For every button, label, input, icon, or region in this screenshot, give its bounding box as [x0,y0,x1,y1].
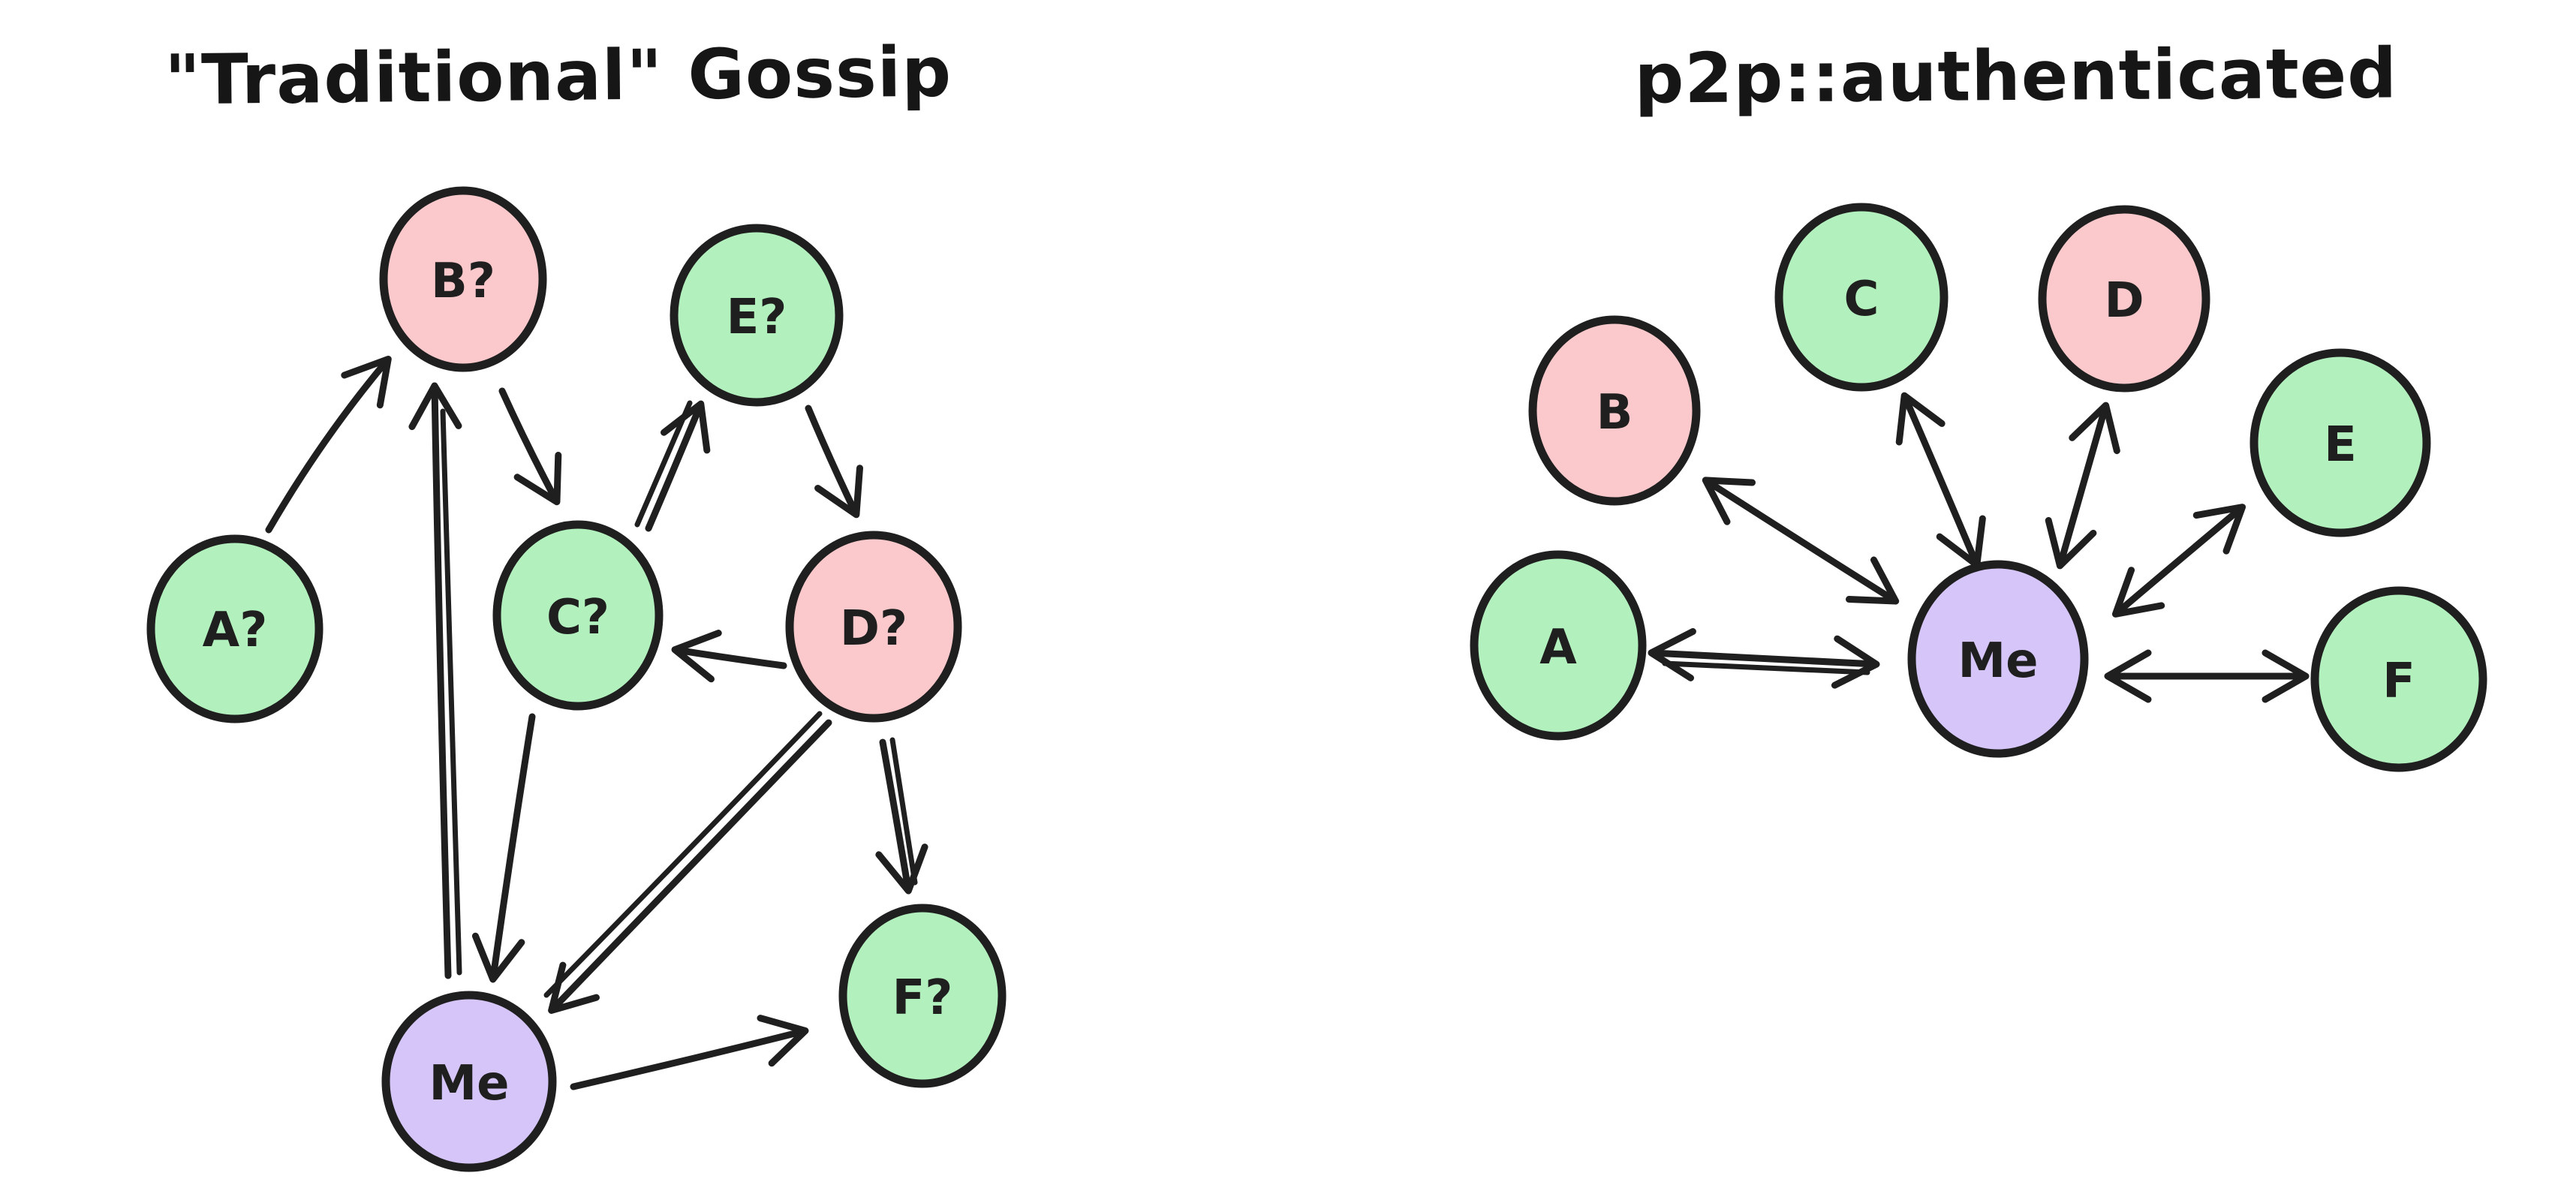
node-left-d-label: D? [840,601,907,657]
node-left-d-shape [785,531,962,723]
node-right-a-shape [1470,550,1647,741]
node-left-f[interactable]: F? [838,904,1007,1088]
node-left-b-label: B? [431,254,495,309]
edge-left-c-to-me [471,713,536,983]
edge-right-me-a [1648,627,1880,689]
node-right-c[interactable]: C [1774,203,1949,392]
edge-left-me-to-b [408,382,462,979]
node-left-b-shape [379,186,547,372]
node-right-f-shape [2310,586,2487,772]
node-right-b[interactable]: B [1528,315,1701,506]
node-right-c-label: C [1844,272,1879,327]
node-right-d-label: D [2104,273,2144,329]
node-right-me-label: Me [1958,633,2038,689]
node-left-e[interactable]: E? [670,224,844,407]
node-left-a-label: A? [203,603,268,658]
edge-right-me-e [2111,504,2246,618]
edge-left-me-to-b-sketch-line [440,408,462,976]
edge-right-me-b [1702,477,1900,605]
edge-right-me-d [2045,402,2120,570]
edge-left-d-to-f [875,738,928,895]
right-diagram-title: p2p::authenticated [1634,33,2397,119]
node-right-d[interactable]: D [2038,205,2210,392]
right-diagram-edges [1648,392,2310,703]
edge-right-me-c [1895,392,1986,569]
node-right-e[interactable]: E [2249,348,2431,537]
node-left-me-label: Me [429,1056,509,1111]
node-right-c-shape [1774,203,1949,392]
node-right-f-label: F [2382,654,2415,709]
node-left-e-label: E? [727,290,787,345]
node-left-c-label: C? [546,590,609,645]
node-left-f-label: F? [892,970,953,1026]
node-right-me[interactable]: Me [1907,560,2089,758]
edge-left-d-to-me-sketch-line [543,711,823,998]
edge-left-me-to-f [570,1015,809,1090]
node-right-e-shape [2249,348,2431,537]
edge-left-e-to-d [805,405,864,519]
node-left-a[interactable]: A? [146,534,324,723]
edge-left-d-to-f-sketch-line [889,737,918,886]
edge-left-d-to-c [671,630,787,683]
node-left-me-shape [381,991,557,1172]
node-left-a-shape [146,534,324,723]
node-right-b-label: B [1596,385,1633,441]
edge-right-me-a-sketch-line [1662,660,1870,675]
node-right-me-shape [1907,560,2089,758]
right-diagram: p2p::authenticated A B C D [1470,33,2487,772]
edge-left-c-to-e-sketch-line [634,400,693,528]
node-right-a[interactable]: A [1470,550,1647,741]
node-left-d[interactable]: D? [785,531,962,723]
edge-left-a-to-b [265,355,392,534]
node-right-e-label: E [2324,417,2357,473]
node-left-e-shape [670,224,844,407]
node-left-f-shape [838,904,1007,1088]
node-left-me[interactable]: Me [381,991,557,1172]
node-right-b-shape [1528,315,1701,506]
node-right-a-label: A [1539,620,1577,675]
node-left-c[interactable]: C? [492,520,664,711]
edge-left-b-to-c [498,387,562,506]
node-left-c-shape [492,520,664,711]
left-diagram-title: "Traditional" Gossip [164,32,952,121]
node-right-f[interactable]: F [2310,586,2487,772]
left-diagram: "Traditional" Gossip A? B? [146,32,1007,1172]
edge-left-c-to-e [645,400,711,532]
node-right-d-shape [2038,205,2210,392]
left-diagram-edges [265,355,928,1090]
node-left-b[interactable]: B? [379,186,547,372]
edge-left-d-to-me [548,719,832,1014]
